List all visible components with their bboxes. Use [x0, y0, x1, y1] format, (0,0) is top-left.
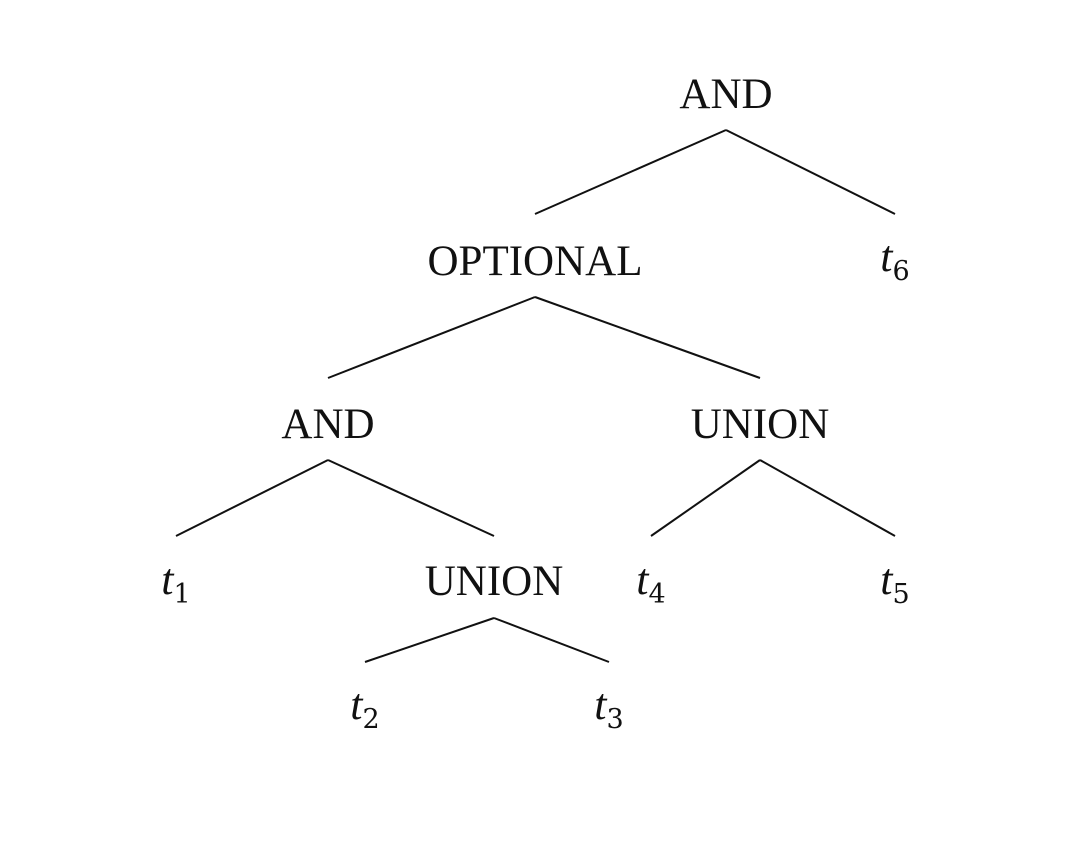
edge-union-right-to-t5 — [759, 459, 896, 537]
leaf-t1-subscript: 1 — [174, 579, 191, 610]
edge-union-right-to-t4 — [650, 459, 761, 537]
leaf-t5-subscript: 5 — [893, 579, 910, 610]
leaf-t5: t5 — [880, 555, 909, 610]
leaf-t6-subscript: 6 — [893, 256, 910, 287]
edge-optional-to-union-right — [534, 296, 761, 379]
leaf-t5-base: t — [880, 555, 894, 604]
leaf-t3: t3 — [594, 680, 623, 735]
right-union-node: UNION — [691, 401, 830, 448]
leaf-t6-base: t — [880, 232, 894, 281]
leaf-t3-base: t — [594, 680, 608, 729]
edge-union-left-to-t3 — [493, 617, 610, 663]
edge-and-inner-to-t1 — [175, 459, 329, 537]
edge-root-to-t6 — [725, 129, 896, 215]
optional-node: OPTIONAL — [428, 238, 643, 285]
leaf-t4-subscript: 4 — [649, 579, 666, 610]
leaf-t1-base: t — [161, 555, 175, 604]
left-union-node: UNION — [425, 558, 564, 605]
leaf-t6: t6 — [880, 232, 909, 287]
leaf-t3-subscript: 3 — [607, 704, 624, 735]
leaf-t4: t4 — [636, 555, 665, 610]
leaf-t1: t1 — [161, 555, 190, 610]
inner-and-node: AND — [281, 401, 374, 448]
edge-union-left-to-t2 — [364, 617, 495, 663]
leaf-t2: t2 — [350, 680, 379, 735]
leaf-t2-base: t — [350, 680, 364, 729]
tree-edges — [175, 129, 896, 663]
edge-and-inner-to-union-left — [327, 459, 495, 537]
leaf-t4-base: t — [636, 555, 650, 604]
edge-optional-to-and-inner — [327, 296, 536, 379]
leaf-t2-subscript: 2 — [363, 704, 380, 735]
edge-root-to-optional — [534, 129, 727, 215]
root-and-node: AND — [679, 71, 772, 118]
